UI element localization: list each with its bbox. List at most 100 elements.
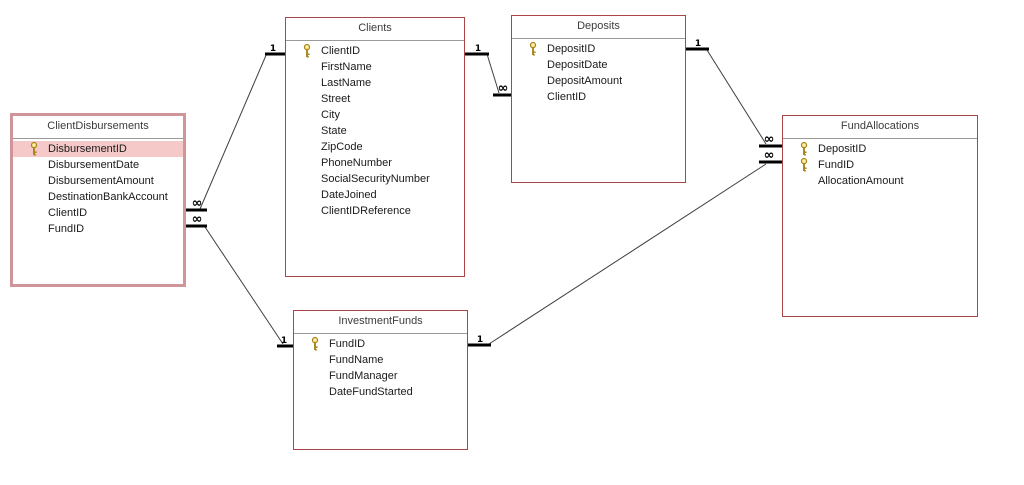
field-row-ClientID[interactable]: ClientID (13, 205, 183, 221)
cardinality-one-label: 1 (270, 44, 276, 54)
field-name: FundName (329, 354, 384, 366)
key-column-spacer (13, 205, 48, 221)
field-row-FundManager[interactable]: FundManager (294, 368, 467, 384)
key-column-spacer (512, 73, 547, 89)
field-row-ClientIDReference[interactable]: ClientIDReference (286, 203, 464, 219)
cardinality-many-label: ∞ (192, 196, 203, 211)
field-row-State[interactable]: State (286, 123, 464, 139)
key-column-spacer (286, 75, 321, 91)
key-column-spacer (286, 187, 321, 203)
relationship-Clients-Deposits[interactable]: 1∞ (465, 44, 511, 97)
cardinality-many-label: ∞ (764, 132, 775, 147)
field-name: ClientID (48, 207, 88, 219)
field-row-DepositDate[interactable]: DepositDate (512, 57, 685, 73)
key-column-spacer (13, 189, 48, 205)
field-name: FirstName (321, 61, 372, 73)
field-name: State (321, 125, 347, 137)
field-name: City (321, 109, 340, 121)
field-row-DepositID[interactable]: DepositID (512, 41, 685, 57)
primary-key-icon (286, 43, 321, 59)
key-column-spacer (286, 171, 321, 187)
key-column-spacer (512, 89, 547, 105)
field-row-AllocationAmount[interactable]: AllocationAmount (783, 173, 977, 189)
field-name: FundID (48, 223, 85, 235)
field-row-DestinationBankAccount[interactable]: DestinationBankAccount (13, 189, 183, 205)
primary-key-icon (13, 141, 48, 157)
field-row-Street[interactable]: Street (286, 91, 464, 107)
table-title[interactable]: FundAllocations (783, 116, 977, 139)
field-name: FundID (818, 159, 855, 171)
table-title[interactable]: ClientDisbursements (13, 116, 183, 139)
field-name: PhoneNumber (321, 157, 392, 169)
field-row-FundID[interactable]: FundID (13, 221, 183, 237)
field-row-FirstName[interactable]: FirstName (286, 59, 464, 75)
cardinality-many-label: ∞ (498, 81, 509, 96)
primary-key-icon (783, 141, 818, 157)
field-row-SocialSecurityNumber[interactable]: SocialSecurityNumber (286, 171, 464, 187)
relationship-InvestmentFunds-FundAllocations[interactable]: 1∞ (468, 148, 782, 347)
field-row-DepositAmount[interactable]: DepositAmount (512, 73, 685, 89)
field-row-FundID[interactable]: FundID (783, 157, 977, 173)
field-name: DepositAmount (547, 75, 623, 87)
field-row-LastName[interactable]: LastName (286, 75, 464, 91)
relationship-line[interactable] (204, 226, 284, 345)
relationship-InvestmentFunds-ClientDisbursements[interactable]: 1∞ (186, 212, 293, 348)
table-title[interactable]: Deposits (512, 16, 685, 39)
relationship-line[interactable] (488, 163, 767, 345)
field-name: DepositID (818, 143, 867, 155)
field-name: FundID (329, 338, 366, 350)
field-row-DateJoined[interactable]: DateJoined (286, 187, 464, 203)
field-row-City[interactable]: City (286, 107, 464, 123)
field-row-DepositID[interactable]: DepositID (783, 141, 977, 157)
relationship-line[interactable] (486, 53, 500, 94)
relationship-Clients-ClientDisbursements[interactable]: 1∞ (186, 44, 285, 212)
field-name: DisbursementDate (48, 159, 140, 171)
field-row-FundName[interactable]: FundName (294, 352, 467, 368)
field-name: Street (321, 93, 351, 105)
field-name: ClientID (321, 45, 361, 57)
field-row-PhoneNumber[interactable]: PhoneNumber (286, 155, 464, 171)
key-column-spacer (286, 123, 321, 139)
field-name: DestinationBankAccount (48, 191, 168, 203)
field-name: ClientIDReference (321, 205, 411, 217)
relationship-line[interactable] (199, 52, 268, 210)
field-name: DepositDate (547, 59, 608, 71)
field-name: LastName (321, 77, 372, 89)
field-row-DateFundStarted[interactable]: DateFundStarted (294, 384, 467, 400)
cardinality-one-label: 1 (695, 39, 701, 49)
cardinality-many-label: ∞ (764, 148, 775, 163)
key-column-spacer (286, 59, 321, 75)
key-column-spacer (783, 173, 818, 189)
field-row-ClientID[interactable]: ClientID (512, 89, 685, 105)
primary-key-icon (783, 157, 818, 173)
field-row-DisbursementID[interactable]: DisbursementID (13, 141, 183, 157)
field-row-DisbursementAmount[interactable]: DisbursementAmount (13, 173, 183, 189)
field-row-DisbursementDate[interactable]: DisbursementDate (13, 157, 183, 173)
key-column-spacer (13, 173, 48, 189)
cardinality-one-label: 1 (281, 336, 287, 346)
field-row-ZipCode[interactable]: ZipCode (286, 139, 464, 155)
table-title[interactable]: Clients (286, 18, 464, 41)
field-name: DateJoined (321, 189, 377, 201)
relationship-Deposits-FundAllocations[interactable]: 1∞ (686, 39, 782, 148)
field-row-FundID[interactable]: FundID (294, 336, 467, 352)
key-column-spacer (512, 57, 547, 73)
field-name: ZipCode (321, 141, 363, 153)
field-name: DateFundStarted (329, 386, 413, 398)
key-column-spacer (13, 157, 48, 173)
relationship-line[interactable] (706, 49, 767, 145)
table-title[interactable]: InvestmentFunds (294, 311, 467, 334)
field-name: DisbursementID (48, 143, 127, 155)
field-row-ClientID[interactable]: ClientID (286, 43, 464, 59)
key-column-spacer (286, 107, 321, 123)
